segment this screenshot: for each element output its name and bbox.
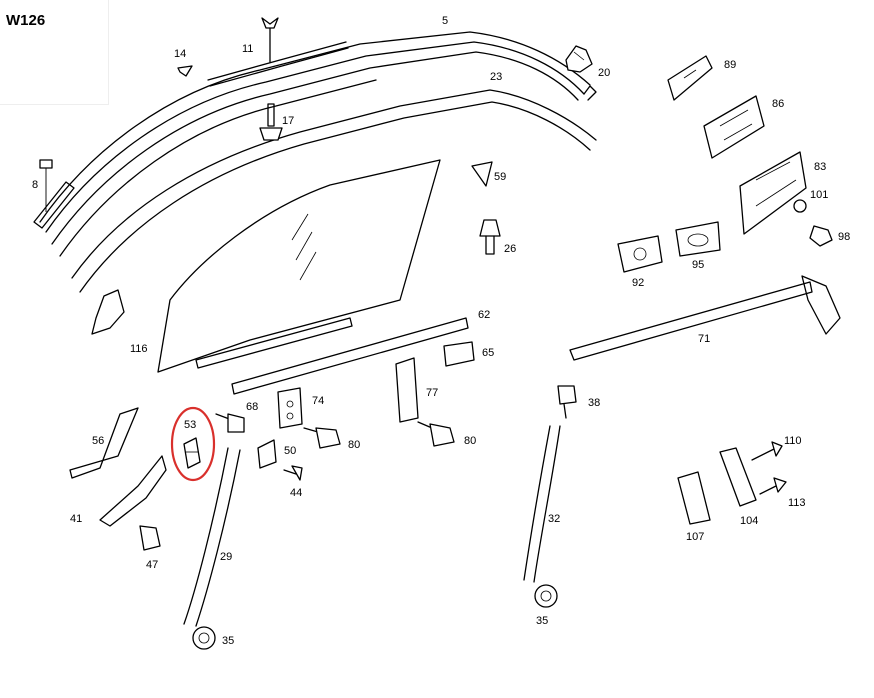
clip-part-26[interactable] xyxy=(479,219,501,255)
label-101: 101 xyxy=(810,189,828,201)
label-95: 95 xyxy=(692,259,704,271)
rail-part-29[interactable] xyxy=(183,447,241,627)
label-59: 59 xyxy=(494,171,506,183)
label-44: 44 xyxy=(290,487,302,499)
label-74: 74 xyxy=(312,395,324,407)
bracket-part-53[interactable] xyxy=(183,437,201,469)
label-29: 29 xyxy=(220,551,232,563)
model-title: W126 xyxy=(6,12,46,29)
label-110: 110 xyxy=(784,435,802,447)
trim-strip-part-11[interactable] xyxy=(207,17,349,87)
label-50: 50 xyxy=(284,445,296,457)
bolt-part-80a[interactable] xyxy=(303,427,341,449)
screw-part-17[interactable] xyxy=(259,103,283,141)
label-65: 65 xyxy=(482,347,494,359)
bracket-part-104[interactable] xyxy=(719,447,757,507)
label-35-right: 35 xyxy=(536,615,548,627)
rail-part-32[interactable] xyxy=(523,425,561,583)
bracket-part-83[interactable] xyxy=(739,151,807,235)
washer-part-101[interactable] xyxy=(793,199,807,213)
label-47: 47 xyxy=(146,559,158,571)
strip-part-8[interactable] xyxy=(33,159,75,229)
bracket-part-41[interactable] xyxy=(99,455,167,527)
roof-rail-part-5[interactable] xyxy=(39,31,597,257)
clip-part-65[interactable] xyxy=(443,341,475,367)
label-80-left: 80 xyxy=(348,439,360,451)
label-107: 107 xyxy=(686,531,704,543)
label-23: 23 xyxy=(490,71,502,83)
clip-part-95[interactable] xyxy=(675,221,721,257)
label-56: 56 xyxy=(92,435,104,447)
rail-part-71[interactable] xyxy=(569,275,841,361)
door-glass-part-116[interactable] xyxy=(157,159,441,373)
label-98: 98 xyxy=(838,231,850,243)
label-20: 20 xyxy=(598,67,610,79)
label-71: 71 xyxy=(698,333,710,345)
screw-part-110[interactable] xyxy=(751,441,783,461)
bracket-part-50[interactable] xyxy=(257,439,277,469)
label-62: 62 xyxy=(478,309,490,321)
label-83: 83 xyxy=(814,161,826,173)
bracket-part-59[interactable] xyxy=(471,161,493,187)
bracket-part-77[interactable] xyxy=(395,357,419,423)
screw-part-44[interactable] xyxy=(283,465,303,481)
label-41: 41 xyxy=(70,513,82,525)
cover-part-107[interactable] xyxy=(677,471,711,525)
label-17: 17 xyxy=(282,115,294,127)
seal-part-23[interactable] xyxy=(71,89,597,335)
nut-part-35a[interactable] xyxy=(192,626,216,650)
label-35-left: 35 xyxy=(222,635,234,647)
label-32: 32 xyxy=(548,513,560,525)
bolt-part-38[interactable] xyxy=(557,385,577,419)
label-14: 14 xyxy=(174,48,186,60)
label-77: 77 xyxy=(426,387,438,399)
plate-part-86[interactable] xyxy=(703,95,765,159)
label-38: 38 xyxy=(588,397,600,409)
title-panel: W126 xyxy=(0,0,109,105)
nut-part-35b[interactable] xyxy=(534,584,558,608)
clip-part-20[interactable] xyxy=(565,45,593,73)
label-113: 113 xyxy=(788,497,806,509)
plate-part-89[interactable] xyxy=(667,55,713,101)
label-11: 11 xyxy=(242,43,253,55)
label-80-right: 80 xyxy=(464,435,476,447)
highlight-circle xyxy=(170,406,216,482)
bolt-part-80b[interactable] xyxy=(417,421,455,447)
bolt-part-47[interactable] xyxy=(139,525,161,551)
label-86: 86 xyxy=(772,98,784,110)
molding-part-14[interactable] xyxy=(177,65,193,77)
label-104: 104 xyxy=(740,515,758,527)
label-53: 53 xyxy=(184,419,196,431)
rail-part-62[interactable] xyxy=(231,317,469,395)
label-92: 92 xyxy=(632,277,644,289)
label-26: 26 xyxy=(504,243,516,255)
label-89: 89 xyxy=(724,59,736,71)
clip-part-92[interactable] xyxy=(617,235,663,273)
cover-part-56[interactable] xyxy=(69,407,139,479)
bolt-part-98[interactable] xyxy=(809,225,833,247)
label-116: 116 xyxy=(130,343,148,355)
label-68: 68 xyxy=(246,401,258,413)
screw-part-113[interactable] xyxy=(759,477,787,495)
label-5: 5 xyxy=(442,15,448,27)
bolt-part-68[interactable] xyxy=(215,413,245,433)
label-8: 8 xyxy=(32,179,38,191)
bracket-part-74[interactable] xyxy=(277,387,303,429)
